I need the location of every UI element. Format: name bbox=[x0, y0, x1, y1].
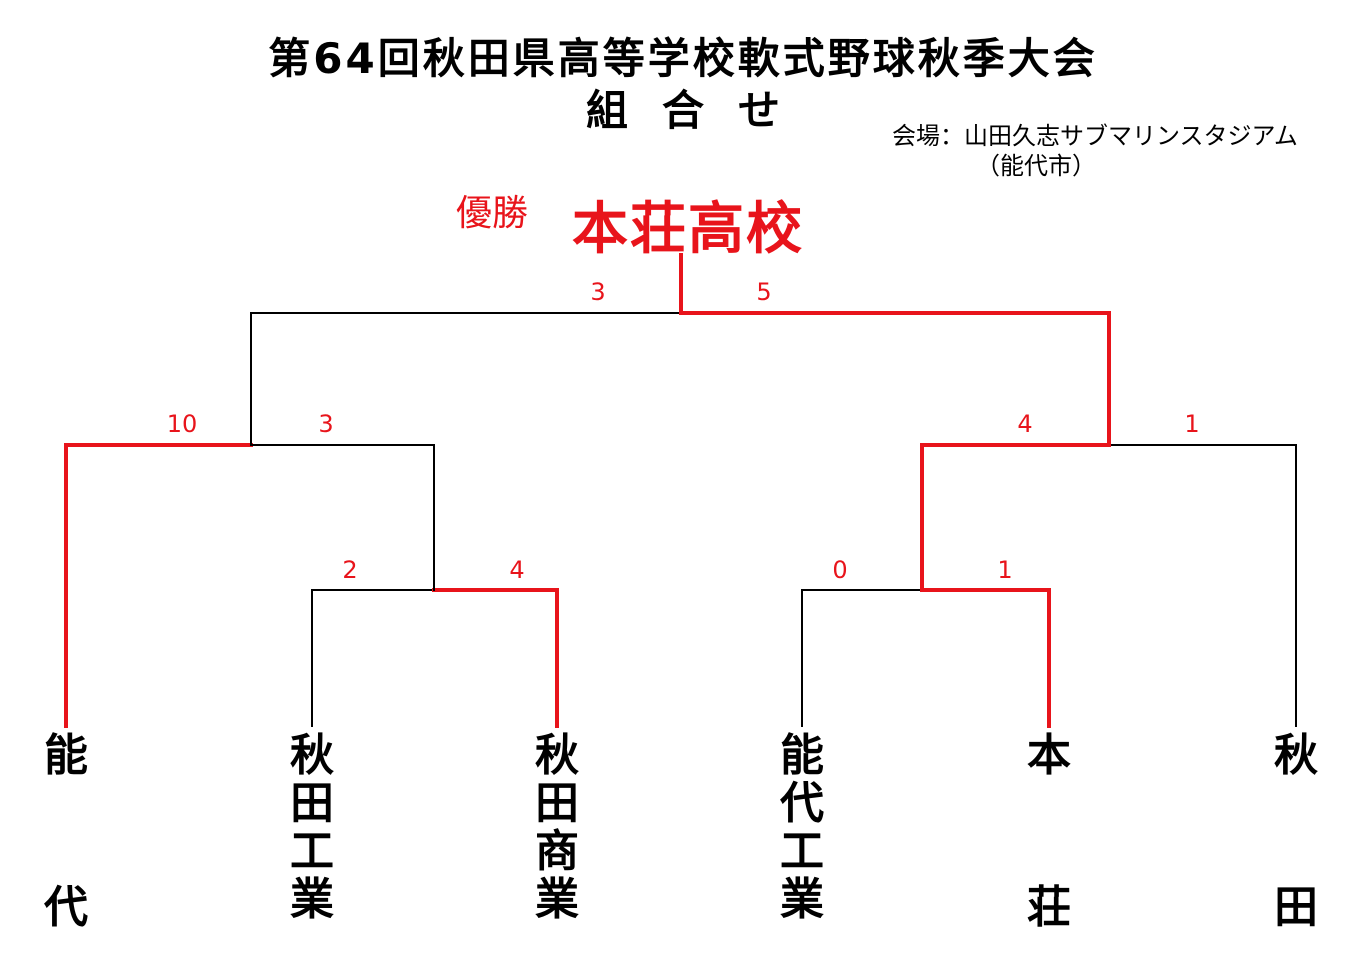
team-char: 工 bbox=[290, 826, 334, 877]
team-akita-shogyo: 秋田商業 bbox=[527, 732, 587, 932]
venue-city: （能代市） bbox=[976, 152, 1096, 180]
bracket-lines bbox=[64, 253, 1297, 728]
team-char: 商 bbox=[535, 826, 579, 877]
team-char: 田 bbox=[535, 778, 579, 829]
team-honjo: 本荘 bbox=[1019, 732, 1079, 932]
score-label: 0 bbox=[832, 556, 847, 584]
team-char: 工 bbox=[780, 826, 824, 877]
champion-name: 本荘高校 bbox=[572, 197, 804, 262]
bracket-scores: 2 4 0 1 10 3 4 1 3 5 bbox=[167, 278, 1200, 584]
team-char: 本 bbox=[1027, 730, 1071, 781]
venue-text: 会場：山田久志サブマリンスタジアム bbox=[892, 122, 1298, 150]
team-char: 業 bbox=[535, 874, 579, 925]
team-char: 業 bbox=[290, 874, 334, 925]
page-subtitle: 組合せ bbox=[585, 86, 814, 135]
score-label: 5 bbox=[756, 278, 771, 306]
team-char: 代 bbox=[780, 778, 824, 829]
team-akita: 秋田 bbox=[1266, 732, 1326, 932]
score-label: 3 bbox=[318, 410, 333, 438]
team-char: 秋 bbox=[1274, 730, 1318, 781]
team-char: 能 bbox=[44, 730, 88, 781]
champion-label: 優勝 bbox=[456, 193, 529, 234]
score-label: 3 bbox=[590, 278, 605, 306]
score-label: 10 bbox=[167, 410, 198, 438]
team-char: 荘 bbox=[1027, 882, 1071, 933]
team-char: 秋 bbox=[290, 730, 334, 781]
score-label: 4 bbox=[1017, 410, 1032, 438]
score-label: 2 bbox=[342, 556, 357, 584]
team-char: 能 bbox=[780, 730, 824, 781]
team-char: 田 bbox=[1274, 882, 1318, 933]
team-char: 秋 bbox=[535, 730, 579, 781]
team-noshiro-kogyo: 能代工業 bbox=[772, 732, 832, 932]
team-char: 代 bbox=[44, 882, 88, 933]
team-noshiro: 能代 bbox=[36, 732, 96, 932]
team-char: 田 bbox=[290, 778, 334, 829]
team-char: 業 bbox=[780, 874, 824, 925]
score-label: 1 bbox=[997, 556, 1012, 584]
score-label: 1 bbox=[1184, 410, 1199, 438]
page-title: 第64回秋田県高等学校軟式野球秋季大会 bbox=[268, 34, 1098, 83]
score-label: 4 bbox=[509, 556, 524, 584]
team-akita-kogyo: 秋田工業 bbox=[282, 732, 342, 932]
